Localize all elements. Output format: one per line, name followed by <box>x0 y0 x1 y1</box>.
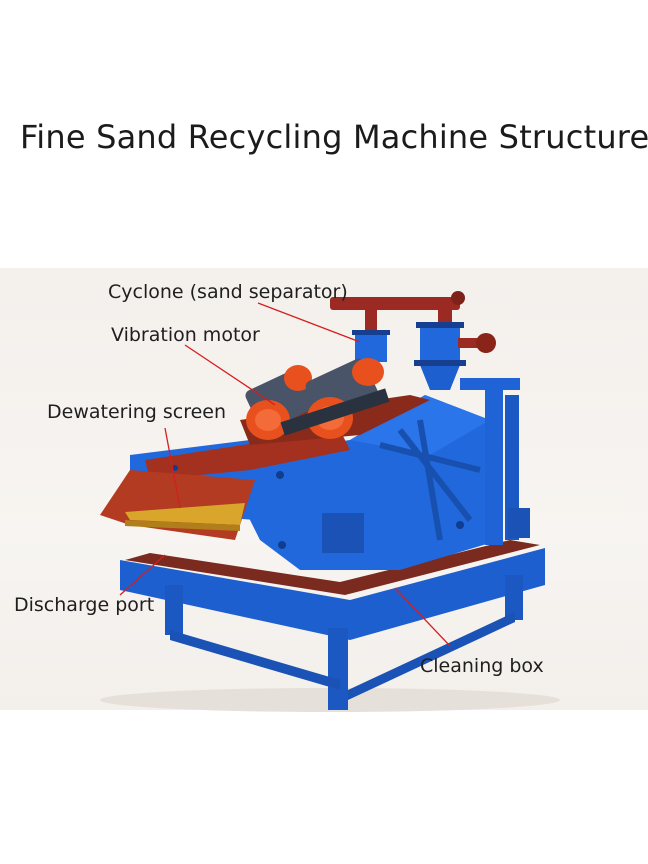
cleaning-box-inside <box>125 540 540 595</box>
leader-discharge <box>119 554 166 596</box>
screen-mesh-edge <box>125 520 240 531</box>
leader-screen <box>164 427 181 509</box>
leader-cleaning <box>394 587 451 647</box>
right-frame-post-2 <box>505 395 519 540</box>
cyclone-body-right <box>420 325 460 365</box>
cyclone-cone-right <box>420 365 460 390</box>
screen-mesh <box>125 503 245 525</box>
spring-support-right <box>508 508 530 538</box>
label-vibration-motor: Vibration motor <box>111 324 260 346</box>
label-cleaning-box: Cleaning box <box>420 655 544 677</box>
lattice-braces <box>379 419 481 541</box>
leader-motor <box>184 344 276 406</box>
flange-2 <box>352 330 390 335</box>
right-frame-top <box>460 378 520 390</box>
cyclone-top-pipe <box>330 297 460 310</box>
leader-cyclone <box>257 302 361 343</box>
cyclone-pipe-end <box>451 291 465 305</box>
leg-back-right <box>505 575 523 620</box>
bolt-holes <box>172 465 464 549</box>
vibration-motor-left <box>245 365 315 440</box>
label-dewatering-screen: Dewatering screen <box>47 401 227 423</box>
diagram-title: Fine Sand Recycling Machine Structure <box>20 118 648 156</box>
flange-3 <box>414 360 466 366</box>
cyclone-inlet <box>458 338 483 348</box>
leg-brace <box>170 630 340 690</box>
right-frame-post <box>485 380 503 545</box>
label-cyclone: Cyclone (sand separator) <box>108 281 348 303</box>
cleaning-box-body <box>120 548 545 640</box>
spring-support-left <box>322 513 364 553</box>
screen-box-interior <box>145 430 350 480</box>
leg-front-center <box>328 628 348 710</box>
label-discharge-port: Discharge port <box>14 594 155 616</box>
leg-brace-right <box>348 612 515 700</box>
cyclone-riser-2 <box>365 305 377 335</box>
leg-front-left <box>165 585 183 635</box>
cyclone-inlet-flange <box>476 333 496 353</box>
flange-1 <box>416 322 464 328</box>
cyclone-body-left <box>355 332 387 362</box>
motor-base <box>280 388 390 436</box>
leader-lines <box>119 302 451 647</box>
